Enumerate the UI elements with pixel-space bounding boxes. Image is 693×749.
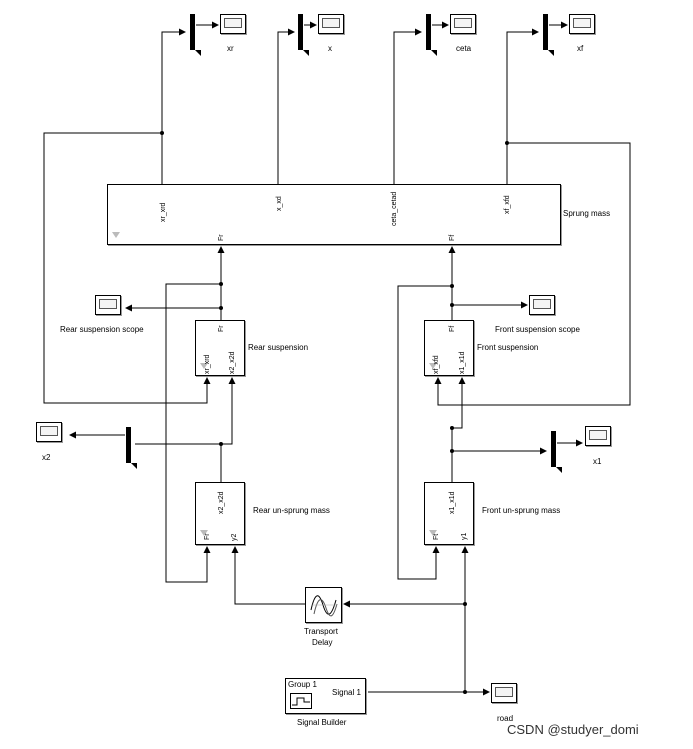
scope-rear-suspension-label: Rear suspension scope — [60, 325, 144, 334]
scope-ceta-label: ceta — [456, 44, 472, 53]
scope-x1-label: x1 — [593, 457, 602, 466]
port-ceta-cetad: ceta_cetad — [391, 191, 398, 226]
mux-x1[interactable] — [551, 431, 562, 473]
sine-wave-icon — [310, 595, 338, 617]
signal-builder-block[interactable]: Group 1 Signal 1 — [285, 678, 366, 714]
rear-suspension-title: Rear suspension — [248, 343, 309, 352]
scope-x2-label: x2 — [42, 453, 51, 462]
mux-xr[interactable] — [190, 14, 201, 56]
scope-x2[interactable] — [36, 422, 62, 442]
port-fr: Fr — [218, 234, 225, 241]
rear-unsprung-title: Rear un-sprung mass — [253, 506, 330, 515]
scope-xf-label: xf — [577, 44, 584, 53]
line-xf-feedback — [434, 142, 631, 406]
sprung-mass-block[interactable] — [107, 184, 561, 245]
rear-susp-port-xr: xr_xrd — [204, 354, 211, 374]
signal-waveform-icon — [290, 693, 312, 709]
signal-builder-label: Signal Builder — [297, 718, 347, 727]
line-xf — [506, 28, 539, 184]
scope-xr[interactable] — [220, 14, 246, 34]
front-unsprung-port-y1: y1 — [461, 532, 468, 540]
front-suspension-title: Front suspension — [477, 343, 539, 352]
rear-unsprung-block[interactable] — [195, 482, 245, 545]
rear-susp-port-x2: x2_x2d — [229, 351, 236, 374]
rear-unsprung-port-x2: x2_x2d — [218, 491, 225, 514]
front-unsprung-title: Front un-sprung mass — [482, 506, 561, 515]
scope-x1[interactable] — [585, 426, 611, 446]
front-susp-port-xf: xf_xfd — [433, 355, 440, 374]
transport-delay-label-2: Delay — [312, 638, 333, 647]
rear-suspension-block[interactable] — [195, 320, 245, 376]
signal-builder-signal: Signal 1 — [332, 688, 361, 697]
mux-x2[interactable] — [126, 427, 137, 469]
warning-icon — [112, 232, 120, 238]
rear-unsprung-port-y2: y2 — [231, 533, 238, 541]
scope-xf[interactable] — [569, 14, 595, 34]
transport-delay-label-1: Transport — [304, 627, 338, 636]
scope-road[interactable] — [491, 683, 517, 703]
mux-xf[interactable] — [543, 14, 554, 56]
watermark: CSDN @studyer_domi — [507, 722, 639, 737]
port-ff: Ff — [449, 234, 456, 241]
transport-delay-block[interactable] — [305, 587, 342, 623]
port-xr-xrd: xr_xrd — [160, 202, 167, 222]
mux-x[interactable] — [298, 14, 309, 56]
line-xr-feedback — [43, 132, 211, 404]
front-unsprung-block[interactable] — [424, 482, 474, 545]
front-susp-port-x1: x1_x1d — [459, 351, 466, 374]
mux-ceta[interactable] — [426, 14, 437, 56]
scope-xr-label: xr — [227, 44, 234, 53]
port-xf-xfd: xf_xfd — [504, 195, 511, 214]
warning-icon — [429, 363, 437, 369]
line-ceta — [393, 28, 422, 184]
front-suspension-block[interactable] — [424, 320, 474, 376]
scope-front-suspension-label: Front suspension scope — [495, 325, 580, 334]
warning-icon — [200, 363, 208, 369]
scope-x[interactable] — [318, 14, 344, 34]
scope-x-label: x — [328, 44, 332, 53]
front-susp-port-ff: Ff — [449, 325, 456, 332]
scope-rear-suspension[interactable] — [95, 295, 121, 315]
front-unsprung-port-x1: x1_x1d — [449, 491, 456, 514]
warning-icon — [200, 530, 208, 536]
warning-icon — [429, 530, 437, 536]
signal-builder-group: Group 1 — [288, 680, 317, 689]
port-x-xd: x_xd — [276, 196, 283, 211]
rear-unsprung-port-fr: Fr — [204, 533, 211, 540]
sprung-mass-title: Sprung mass — [563, 209, 611, 218]
scope-road-label: road — [497, 714, 514, 723]
front-unsprung-port-ft: Ft — [433, 533, 440, 540]
scope-front-suspension[interactable] — [529, 295, 555, 315]
rear-susp-port-fr: Fr — [218, 325, 225, 332]
scope-ceta[interactable] — [450, 14, 476, 34]
line-x — [277, 28, 295, 184]
